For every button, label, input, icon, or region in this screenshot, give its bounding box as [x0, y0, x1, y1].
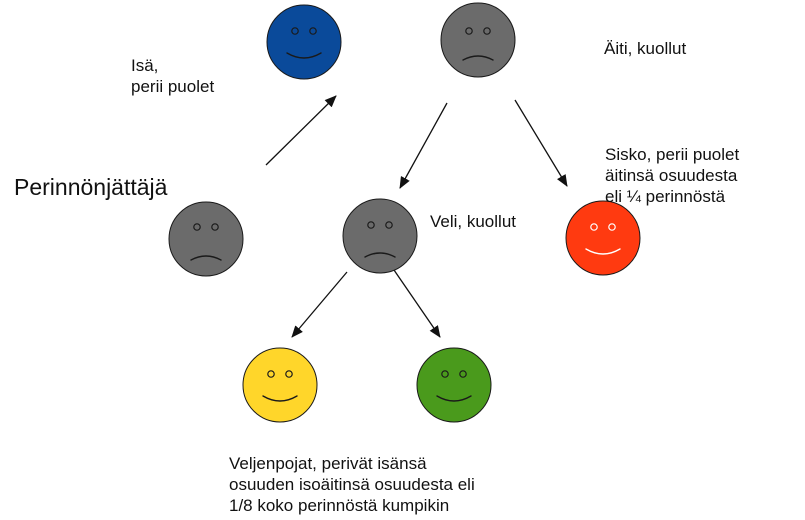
face-aiti-head: [440, 2, 516, 78]
face-aiti: [440, 2, 516, 78]
face-isa-eye-right: [309, 27, 317, 35]
face-perittava-eye-left: [193, 223, 201, 231]
face-sisko-mouth: [585, 248, 621, 255]
face-veljenpoika1-eye-left: [267, 370, 275, 378]
face-veli: [342, 198, 418, 274]
face-veli-eye-left: [367, 221, 375, 229]
face-veljenpoika2: [416, 347, 492, 423]
arrow-veli-to-veljenpoika1: [291, 271, 348, 338]
face-sisko-head: [565, 200, 641, 276]
face-veljenpoika2-head: [416, 347, 492, 423]
face-perittava-eye-right: [211, 223, 219, 231]
label-isa: Isä, perii puolet: [131, 56, 215, 96]
face-isa-eye-left: [291, 27, 299, 35]
arrow-veli-to-veljenpoika2: [393, 269, 441, 338]
face-veljenpoika2-eye-right: [459, 370, 467, 378]
face-veljenpoika2-eye-left: [441, 370, 449, 378]
face-sisko-eye-right: [608, 223, 616, 231]
face-veljenpoika2-mouth: [436, 395, 472, 402]
face-isa-mouth: [286, 52, 322, 59]
arrow-aiti-to-veli: [399, 102, 448, 189]
face-sisko-eye-left: [590, 223, 598, 231]
arrow-aiti-to-sisko: [514, 99, 568, 187]
face-veli-mouth: [364, 252, 396, 258]
face-sisko: [565, 200, 641, 276]
label-veli: Veli, kuollut: [430, 212, 516, 231]
face-veljenpoika1-head: [242, 347, 318, 423]
label-aiti: Äiti, kuollut: [604, 39, 687, 58]
face-isa: [266, 4, 342, 80]
face-aiti-eye-left: [465, 27, 473, 35]
face-perittava: [168, 201, 244, 277]
face-veljenpoika1: [242, 347, 318, 423]
face-aiti-eye-right: [483, 27, 491, 35]
arrow-to-isa: [265, 95, 337, 166]
face-isa-head: [266, 4, 342, 80]
face-veli-eye-right: [385, 221, 393, 229]
label-sisko: Sisko, perii puolet äitinsä osuudesta el…: [605, 145, 740, 206]
label-perinnonjattaja: Perinnönjättäjä: [14, 174, 168, 200]
face-veljenpoika1-mouth: [262, 395, 298, 402]
face-veljenpoika1-eye-right: [285, 370, 293, 378]
label-veljenpojat: Veljenpojat, perivät isänsä osuuden isoä…: [229, 454, 475, 515]
face-veli-head: [342, 198, 418, 274]
face-perittava-mouth: [190, 255, 222, 261]
face-aiti-mouth: [462, 55, 494, 61]
face-perittava-head: [168, 201, 244, 277]
